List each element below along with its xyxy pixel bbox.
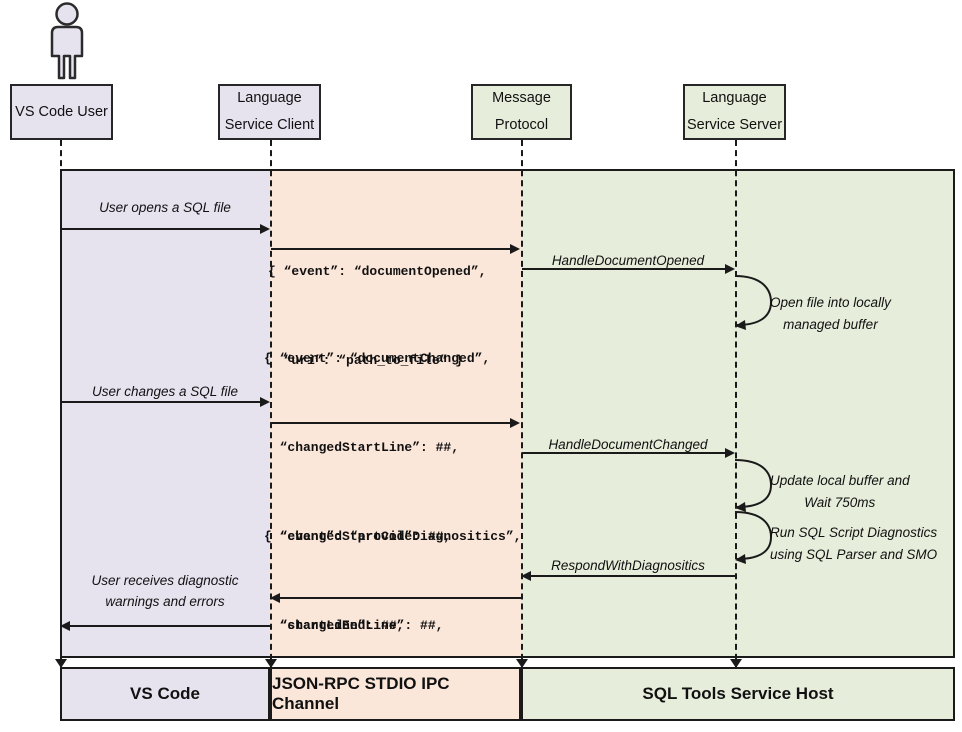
note-line: using SQL Parser and SMO	[770, 546, 938, 562]
message-arrowhead-user-receives-diagnostics	[60, 621, 70, 631]
footer-band-label: SQL Tools Service Host	[642, 684, 834, 703]
note-line: Run SQL Script Diagnostics	[770, 525, 938, 540]
message-arrow-diagnostics-to-client	[280, 597, 521, 599]
message-arrowhead-diagnostics-to-client	[270, 593, 280, 603]
participant-label-line1: Message	[492, 90, 551, 107]
payload-line: “startLine”: ##,	[264, 618, 405, 634]
participant-language-service-client[interactable]: Language Service Client	[218, 84, 321, 140]
note-line: Update local buffer and	[770, 473, 910, 488]
lifeline-vs-code-user	[60, 140, 62, 670]
message-arrow-user-receives-diagnostics	[70, 625, 270, 627]
band-ipc-channel	[270, 169, 521, 658]
footer-band-label: JSON-RPC STDIO IPC Channel	[272, 674, 450, 713]
payload-line: “changedStartLine”: ##,	[264, 440, 460, 456]
message-label-handle-document-opened: HandleDocumentOpened	[551, 253, 705, 268]
lifeline-end-arrow-language-service-server	[730, 659, 742, 668]
message-arrow-handle-document-changed	[522, 452, 725, 454]
message-arrow-user-opens	[61, 228, 260, 230]
self-loop-update-buffer	[733, 456, 779, 519]
note-open-file-into-buffer: Open file into locally managed buffer	[770, 292, 891, 335]
self-loop-run-diagnostics	[733, 508, 779, 571]
message-arrow-respond-with-diagnostics	[531, 575, 735, 577]
payload-line: “uri”: “path_to_file” }	[268, 353, 464, 369]
band-vs-code	[60, 169, 270, 658]
footer-band-sql-tools-service-host[interactable]: SQL Tools Service Host	[521, 667, 955, 721]
lifeline-end-arrow-language-service-client	[265, 659, 277, 668]
message-arrowhead-respond-with-diagnostics	[521, 571, 531, 581]
lifeline-language-service-server	[735, 140, 737, 670]
note-run-sql-script-diagnostics: Run SQL Script Diagnostics using SQL Par…	[770, 522, 937, 565]
payload-document-opened: { “event”: “documentOpened”, “uri”: “pat…	[268, 198, 486, 435]
message-arrow-document-changed-to-protocol	[271, 422, 510, 424]
message-label-handle-document-changed: HandleDocumentChanged	[548, 437, 708, 452]
participant-label-line2: Service Client	[224, 117, 315, 133]
message-arrow-document-opened-to-protocol	[271, 248, 510, 250]
message-label-user-opens: User opens a SQL file	[99, 200, 231, 215]
footer-band-ipc-channel[interactable]: JSON-RPC STDIO IPC Channel	[270, 667, 521, 721]
lifeline-end-arrow-vs-code-user	[55, 659, 67, 668]
participant-label-line2: Protocol	[494, 117, 549, 133]
self-loop-open-file	[733, 272, 779, 337]
message-arrowhead-handle-document-opened	[725, 264, 735, 274]
payload-line: “changedEndLine”: ##,	[264, 617, 444, 633]
message-label-respond-with-diagnostics: RespondWithDiagnositics	[551, 558, 705, 573]
message-arrowhead-handle-document-changed	[725, 448, 735, 458]
participant-language-service-server[interactable]: Language Service Server	[683, 84, 786, 140]
message-arrowhead-user-changes	[260, 397, 270, 407]
message-label-user-receives-diagnostics: User receives diagnostic warnings and er…	[60, 571, 270, 613]
note-line: Open file into locally	[770, 295, 891, 310]
participant-label-line1: Language	[237, 90, 302, 107]
participant-message-protocol[interactable]: Message Protocol	[471, 84, 572, 140]
lifeline-message-protocol	[521, 140, 523, 670]
person-icon	[38, 2, 96, 80]
lifeline-end-arrow-message-protocol	[516, 659, 528, 668]
participant-label-line1: Language	[702, 90, 767, 107]
message-arrowhead-document-changed-to-protocol	[510, 418, 520, 428]
note-update-buffer-and-wait: Update local buffer and Wait 750ms	[770, 470, 910, 513]
payload-line: { “event”: “documentOpened”,	[268, 264, 487, 280]
participant-vs-code-user[interactable]: VS Code User	[10, 84, 113, 140]
lifeline-language-service-client	[270, 140, 272, 670]
payload-line: { “event”: “documentChanged”,	[264, 351, 491, 367]
footer-band-vs-code[interactable]: VS Code	[60, 667, 270, 721]
message-arrow-user-changes	[61, 401, 260, 403]
band-sql-tools-service-host	[521, 169, 955, 658]
footer-band-label: VS Code	[130, 684, 200, 703]
note-line: Wait 750ms	[804, 494, 876, 510]
participant-label-line2: Service Server	[686, 117, 783, 133]
payload-line: { “event”: “provideDiagnositics”,	[264, 529, 522, 545]
message-arrow-handle-document-opened	[522, 268, 725, 270]
message-arrowhead-user-opens	[260, 224, 270, 234]
message-label-line: User receives diagnostic	[91, 573, 239, 588]
message-label-user-changes: User changes a SQL file	[91, 384, 239, 399]
participant-label-line1: VS Code User	[15, 103, 108, 120]
message-arrowhead-document-opened-to-protocol	[510, 244, 520, 254]
message-label-line: warnings and errors	[105, 593, 225, 609]
note-line: managed buffer	[783, 316, 878, 332]
payload-line: “changedStartCol”: ##,	[264, 529, 452, 544]
